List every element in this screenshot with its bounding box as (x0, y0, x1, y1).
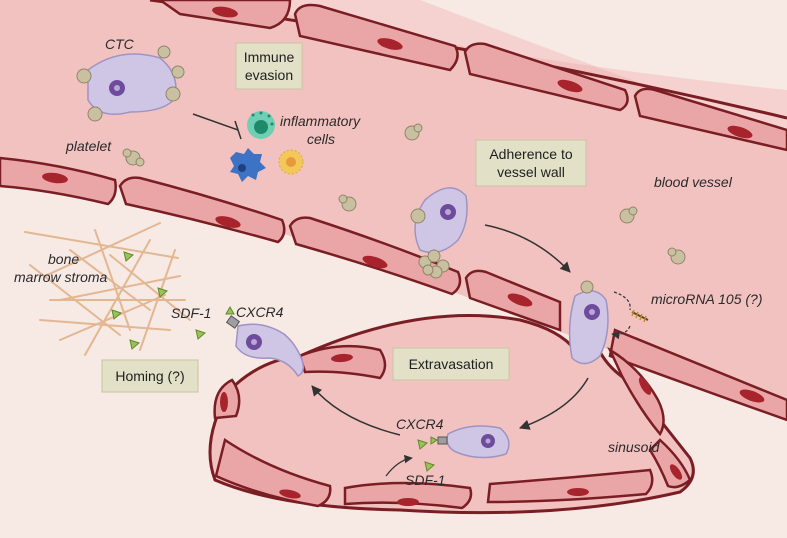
inflammatory-label-2: cells (307, 131, 335, 147)
sdf1-triangles-stroma (111, 251, 206, 350)
immune-evasion-label-2: evasion (245, 67, 293, 83)
platelet-icon (667, 247, 686, 265)
adherence-box: Adherence to vessel wall (475, 139, 587, 187)
inhibition-arrow-icon (192, 113, 242, 140)
platelet-icon (619, 206, 638, 224)
platelet-label: platelet (65, 138, 112, 154)
sdf1-label-top: SDF-1 (171, 305, 211, 321)
curved-arrow-icon (311, 385, 401, 436)
platelet-icon (122, 148, 145, 167)
adhering-ctc (410, 187, 468, 279)
extravasation-box: Extravasation (392, 347, 510, 381)
inflammatory-label-1: inflammatory (280, 113, 361, 129)
homing-ctc (225, 305, 305, 377)
blood-vessel-label: blood vessel (654, 174, 733, 190)
sinusoid-ctc (430, 425, 510, 459)
bone-marrow-label-1: bone (48, 251, 79, 267)
platelet-icon (338, 194, 357, 212)
sdf1-triangle-icon (417, 439, 435, 472)
microrna-label: microRNA 105 (?) (651, 291, 763, 307)
cxcr4-label-bottom: CXCR4 (396, 416, 444, 432)
curved-arrow-icon (484, 224, 571, 273)
immune-evasion-box: Immune evasion (235, 42, 303, 90)
cxcr4-label-top: CXCR4 (236, 304, 284, 320)
homing-box: Homing (?) (101, 359, 199, 393)
extravasation-label: Extravasation (409, 356, 494, 372)
platelet-icon (404, 123, 423, 141)
adherence-label-1: Adherence to (489, 146, 572, 162)
bone-marrow-stroma (24, 222, 191, 356)
sinusoid (208, 314, 695, 515)
homing-label: Homing (?) (115, 368, 184, 384)
platelets (122, 123, 686, 265)
inflammatory-cells (230, 111, 304, 182)
sinusoid-label: sinusoid (608, 439, 661, 455)
ctc-label: CTC (105, 36, 135, 52)
bone-marrow-label-2: marrow stroma (14, 269, 108, 285)
curved-arrow-icon (519, 377, 589, 430)
adherence-label-2: vessel wall (497, 164, 565, 180)
transmigrating-ctc (568, 280, 609, 365)
curved-arrow-icon (385, 454, 413, 477)
microrna-strand-icon (611, 291, 649, 340)
immune-evasion-label-1: Immune (244, 49, 295, 65)
ctc-cell (76, 45, 185, 122)
endothelial-cells-bottom (0, 156, 787, 422)
sdf1-label-bottom: SDF-1 (405, 472, 445, 488)
